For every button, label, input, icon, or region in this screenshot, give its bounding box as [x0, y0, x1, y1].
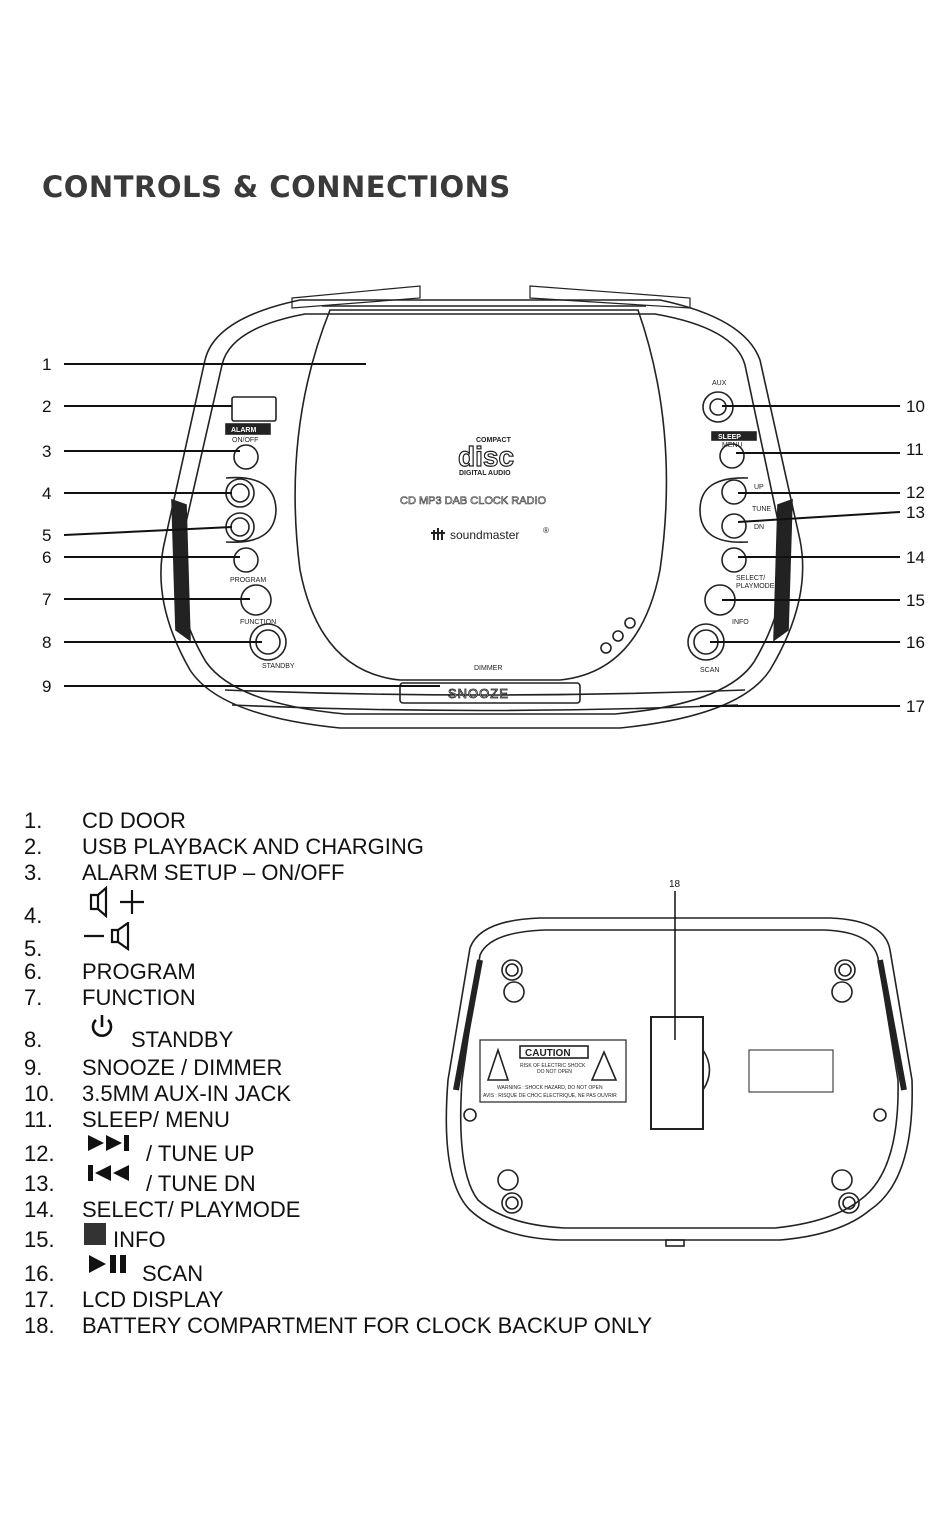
label-menu: MENU	[722, 442, 743, 449]
caution-warning: WARNING : SHOCK HAZARD, DO NOT OPEN	[497, 1085, 603, 1091]
label-dimmer: DIMMER	[474, 665, 502, 672]
callout-6: 6	[42, 548, 51, 567]
svg-text:DIGITAL AUDIO: DIGITAL AUDIO	[459, 470, 511, 477]
caution-line1: RISK OF ELECTRIC SHOCK	[520, 1063, 586, 1069]
skip-back-icon	[88, 1165, 129, 1181]
product-name: CD MP3 DAB CLOCK RADIO	[400, 495, 547, 507]
page-title: CONTROLS & CONNECTIONS	[42, 170, 511, 204]
volume-down-icon	[84, 922, 130, 952]
battery-compartment	[650, 1016, 704, 1130]
caution-label	[479, 1039, 627, 1103]
compact-disc-logo: COMPACT disc DIGITAL AUDIO	[457, 437, 514, 477]
label-snooze: SNOOZE	[448, 686, 509, 701]
callout-2: 2	[42, 397, 51, 416]
brand-logo: soundmaster ®	[431, 526, 549, 542]
callout-13: 13	[906, 503, 925, 522]
callout-4: 4	[42, 484, 51, 503]
label-info: INFO	[732, 619, 749, 626]
callout-17: 17	[906, 697, 925, 716]
label-select: SELECT/	[736, 575, 765, 582]
power-icon	[91, 1015, 113, 1037]
callout-8: 8	[42, 633, 51, 652]
label-standby: STANDBY	[262, 663, 295, 670]
callout-7: 7	[42, 590, 51, 609]
svg-text:COMPACT: COMPACT	[476, 437, 512, 444]
label-up: UP	[754, 484, 764, 491]
callout-10: 10	[906, 397, 925, 416]
callout-16: 16	[906, 633, 925, 652]
svg-text:disc: disc	[458, 441, 514, 472]
play-pause-icon	[89, 1255, 126, 1273]
caution-avis: AVIS : RISQUE DE CHOC ÉLECTRIQUE, NE PAS…	[483, 1092, 617, 1099]
cd-door	[294, 309, 668, 681]
outer-body	[160, 299, 804, 729]
callout-1: 1	[42, 355, 51, 374]
snooze-bar	[399, 682, 581, 704]
stop-icon	[84, 1223, 106, 1245]
label-aux: AUX	[712, 380, 727, 387]
svg-text:®: ®	[543, 526, 549, 535]
label-playmode: PLAYMODE	[736, 583, 775, 590]
label-function: FUNCTION	[240, 619, 276, 626]
label-alarm: ALARM	[231, 427, 256, 434]
callout-5: 5	[42, 526, 51, 545]
label-scan: SCAN	[700, 667, 719, 674]
label-tune: TUNE	[752, 506, 771, 513]
svg-text:soundmaster: soundmaster	[450, 528, 519, 542]
label-dn: DN	[754, 524, 764, 531]
callout-18: 18	[669, 879, 681, 890]
callout-15: 15	[906, 591, 925, 610]
callout-3: 3	[42, 442, 51, 461]
usb-port	[231, 396, 277, 422]
label-program: PROGRAM	[230, 577, 266, 584]
label-sleep: SLEEP	[718, 434, 741, 441]
callout-14: 14	[906, 548, 925, 567]
front-view-diagram: 1 2 3 4 5 6 7 8 9 10 11 12 13 14 15 16 1…	[42, 285, 925, 729]
callout-11: 11	[906, 440, 924, 459]
callout-9: 9	[42, 677, 51, 696]
back-outer-body	[445, 917, 913, 1241]
caution-title: CAUTION	[525, 1048, 571, 1059]
callout-12: 12	[906, 483, 925, 502]
skip-forward-icon	[88, 1135, 129, 1151]
volume-up-icon	[89, 885, 144, 919]
label-on-off: ON/OFF	[232, 437, 258, 444]
caution-line2: DO NOT OPEN	[537, 1069, 572, 1075]
